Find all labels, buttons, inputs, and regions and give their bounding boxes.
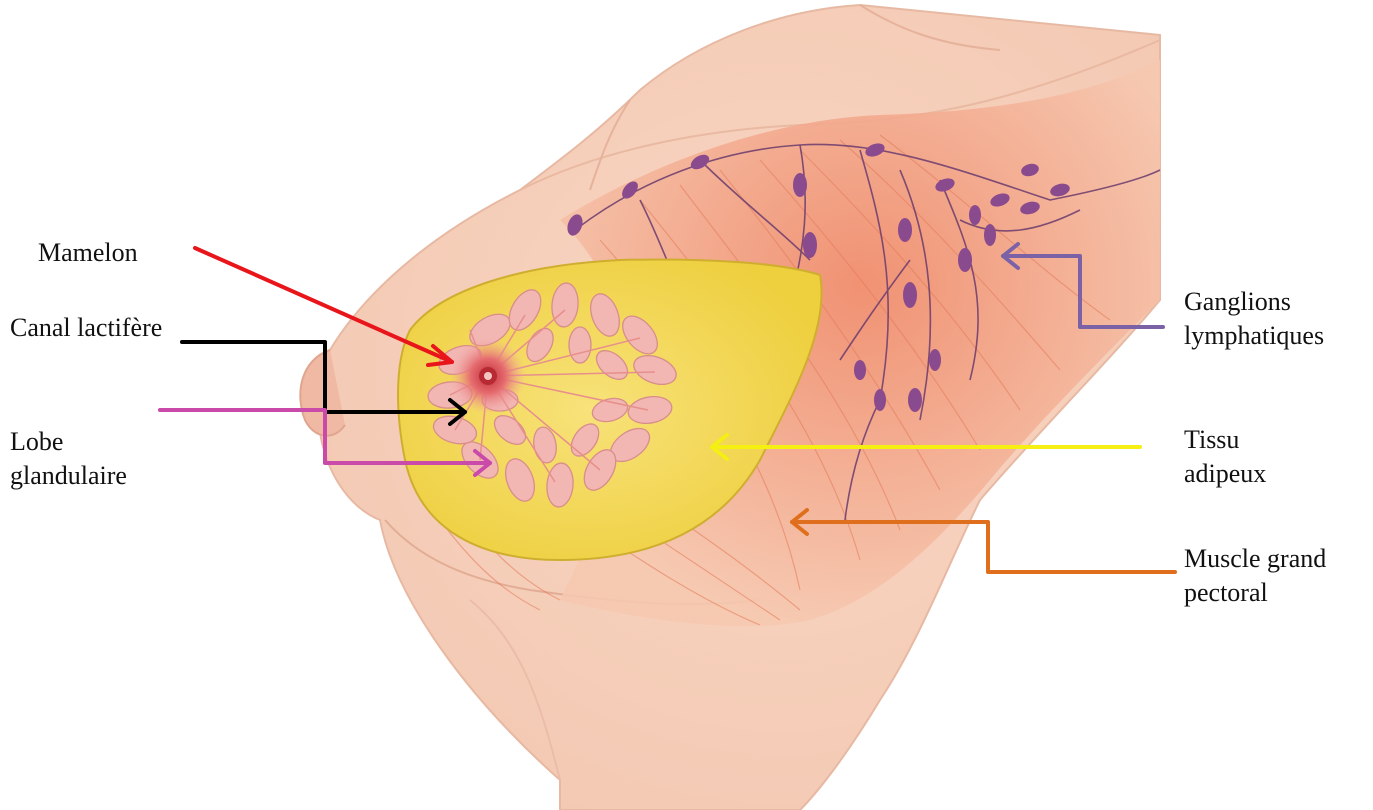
label-ganglions-lymphatiques: Ganglions lymphatiques (1184, 285, 1324, 353)
label-tissu-adipeux: Tissu adipeux (1184, 423, 1266, 491)
nipple (450, 338, 526, 414)
label-lobe-glandulaire: Lobe glandulaire (10, 425, 127, 493)
label-muscle-grand-pectoral: Muscle grand pectoral (1184, 542, 1326, 610)
label-canal-lactifere: Canal lactifère (10, 311, 162, 345)
label-mamelon: Mamelon (38, 236, 138, 270)
